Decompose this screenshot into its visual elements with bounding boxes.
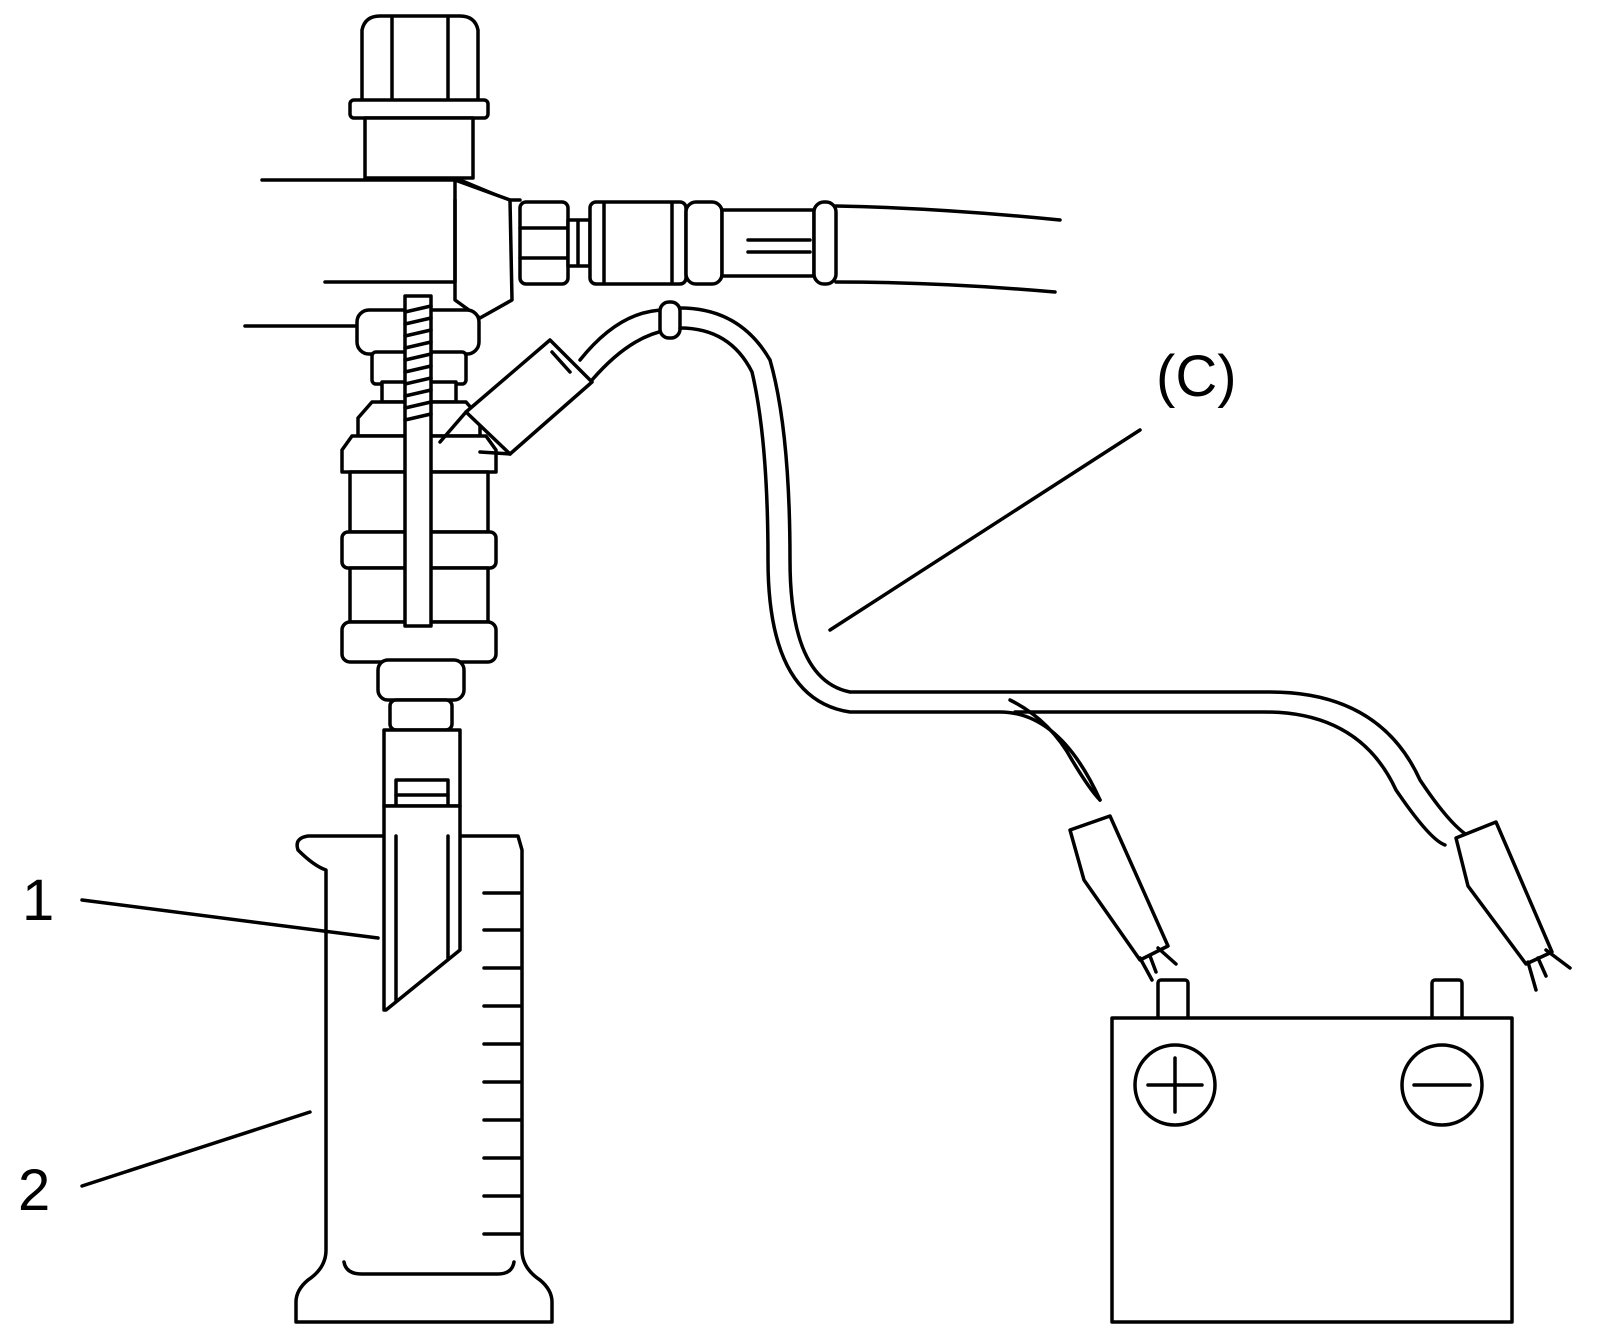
tee-fitting xyxy=(453,178,514,320)
test-lead-cable xyxy=(578,300,1482,847)
plus-icon xyxy=(1133,1043,1217,1127)
label-1: 1 xyxy=(22,868,54,933)
label-2: 2 xyxy=(18,1158,50,1223)
graduation-marks xyxy=(482,891,522,1236)
fuel-hose xyxy=(834,204,1062,294)
negative-terminal xyxy=(1430,978,1464,1022)
positive-terminal xyxy=(1156,978,1190,1022)
fuel-injector xyxy=(340,294,594,808)
negative-clip xyxy=(1454,820,1572,992)
battery xyxy=(1110,978,1514,1324)
hose-fittings xyxy=(518,200,838,286)
stud-threads xyxy=(403,304,433,422)
leader-lines xyxy=(80,428,1142,1188)
positive-clip xyxy=(1068,814,1178,982)
label-c: (C) xyxy=(1156,344,1237,409)
minus-icon xyxy=(1400,1043,1484,1127)
pressure-regulator-fitting xyxy=(348,14,490,180)
graduated-beaker xyxy=(294,804,554,1324)
